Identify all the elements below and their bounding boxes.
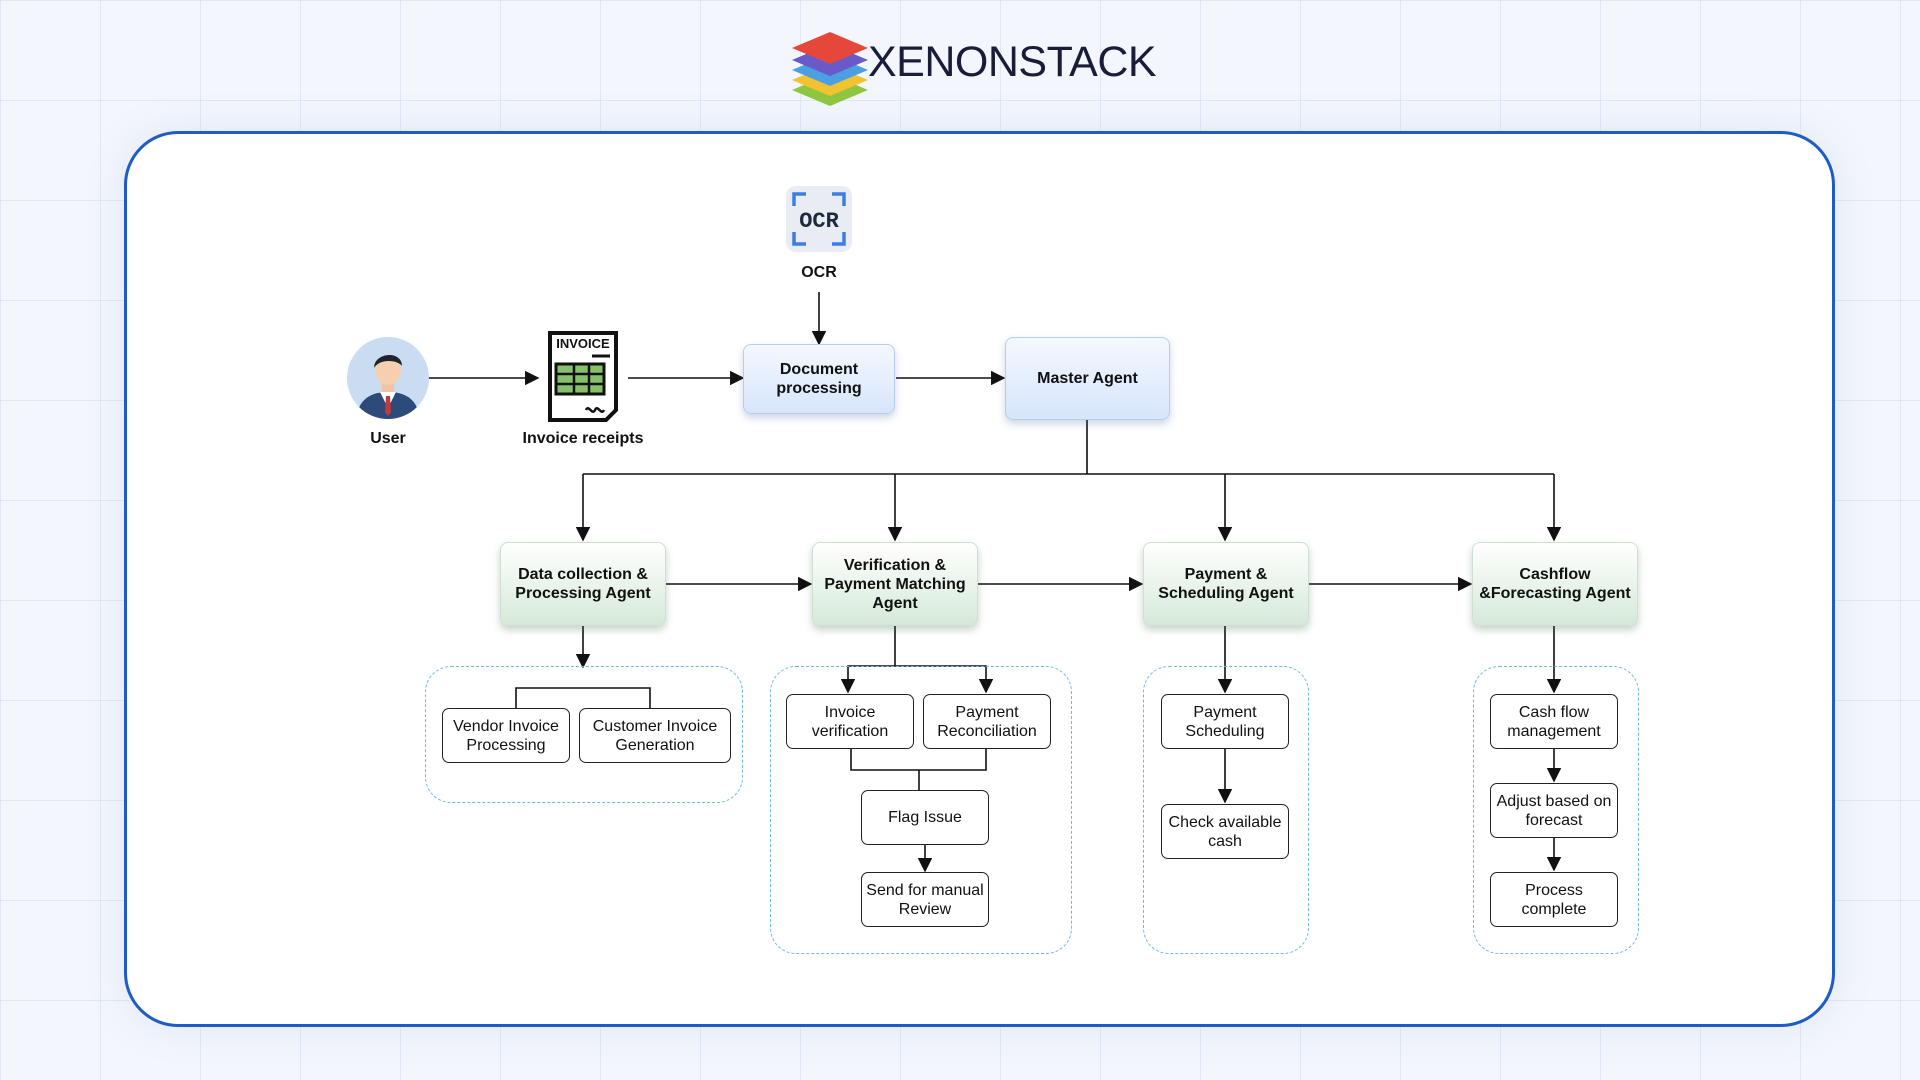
payment-reconciliation-task: Payment Reconciliation	[923, 694, 1051, 749]
data-collection-agent-text: Data collection & Processing Agent	[515, 566, 651, 602]
payment-scheduling-agent-node: Payment & Scheduling Agent	[1143, 542, 1309, 626]
group-cashflow	[1473, 666, 1639, 954]
ocr-scanner-icon: OCR	[786, 186, 852, 252]
customer-invoice-text: Customer Invoice Generation	[592, 717, 718, 754]
xenonstack-logo	[792, 32, 868, 106]
master-agent-node: Master Agent	[1005, 337, 1170, 420]
payment-scheduling-task: Payment Scheduling	[1161, 694, 1289, 749]
payment-scheduling-agent-text: Payment & Scheduling Agent	[1158, 566, 1294, 602]
user-avatar-icon	[347, 337, 429, 419]
manual-review-task: Send for manual Review	[861, 872, 989, 927]
cash-flow-management-task: Cash flow management	[1490, 694, 1618, 749]
brand-name: XENONSTACK	[868, 38, 1157, 86]
flag-issue-text: Flag Issue	[888, 809, 962, 826]
adjust-forecast-text: Adjust based on forecast	[1496, 792, 1612, 829]
verification-agent-text: Verification & Payment Matching Agent	[824, 556, 966, 612]
process-complete-text: Process complete	[1521, 881, 1587, 918]
vendor-invoice-text: Vendor Invoice Processing	[453, 717, 559, 754]
user-label: User	[370, 430, 406, 447]
process-complete-task: Process complete	[1490, 872, 1618, 927]
manual-review-text: Send for manual Review	[866, 881, 984, 918]
logo-layers-icon	[792, 32, 868, 106]
document-processing-text: Document processing	[776, 361, 862, 397]
customer-invoice-task: Customer Invoice Generation	[579, 708, 731, 763]
invoice-icon: INVOICE	[548, 331, 618, 422]
ocr-label: OCR	[801, 264, 837, 281]
invoice-label: Invoice receipts	[522, 430, 644, 447]
group-data-collection	[425, 666, 743, 803]
ocr-icon-text: OCR	[799, 209, 839, 234]
master-agent-text: Master Agent	[1037, 370, 1138, 387]
line-data-split	[515, 687, 651, 708]
vendor-invoice-task: Vendor Invoice Processing	[442, 708, 570, 763]
document-processing-node: Document processing	[743, 344, 895, 414]
adjust-forecast-task: Adjust based on forecast	[1490, 783, 1618, 838]
payment-reconciliation-text: Payment Reconciliation	[937, 703, 1037, 740]
group-payment	[1143, 666, 1309, 954]
cashflow-agent-node: Cashflow &Forecasting Agent	[1472, 542, 1638, 626]
verification-agent-node: Verification & Payment Matching Agent	[812, 542, 978, 626]
invoice-verification-task: Invoice verification	[786, 694, 914, 749]
flag-issue-task: Flag Issue	[861, 790, 989, 845]
invoice-icon-text: INVOICE	[556, 336, 610, 351]
check-cash-text: Check available cash	[1168, 813, 1282, 850]
cash-flow-management-text: Cash flow management	[1507, 703, 1601, 740]
check-cash-task: Check available cash	[1161, 804, 1289, 859]
group-verification	[770, 666, 1072, 954]
data-collection-agent-node: Data collection & Processing Agent	[500, 542, 666, 626]
cashflow-agent-text: Cashflow &Forecasting Agent	[1479, 566, 1631, 602]
payment-scheduling-text: Payment Scheduling	[1185, 703, 1265, 740]
invoice-verification-text: Invoice verification	[811, 703, 889, 740]
